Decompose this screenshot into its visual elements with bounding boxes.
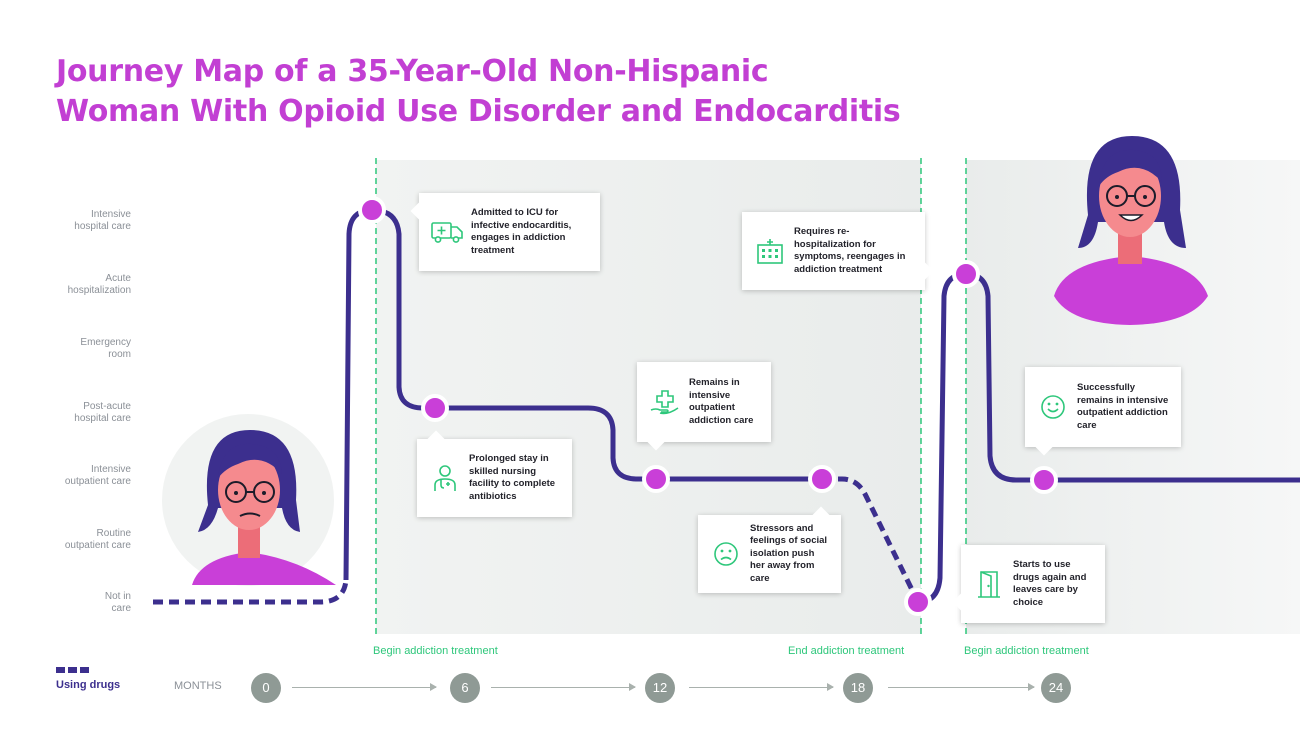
journey-node <box>421 394 449 422</box>
timeline-arrow <box>292 683 437 691</box>
journey-node <box>358 196 386 224</box>
month-tick: 0 <box>251 673 281 703</box>
care-level-label: Post-acute hospital care <box>74 401 131 424</box>
timeline-arrow <box>491 683 636 691</box>
month-tick: 6 <box>450 673 480 703</box>
event-text: Prolonged stay in skilled nursing facili… <box>469 453 556 502</box>
doctor-icon <box>434 465 456 491</box>
care-level-label: Intensive hospital care <box>74 209 131 232</box>
care-level-label: Intensive outpatient care <box>64 464 131 487</box>
event-card-stressors: Stressors and feelings of social isolati… <box>698 506 841 593</box>
legend-label: Using drugs <box>56 679 121 691</box>
month-tick: 12 <box>645 673 675 703</box>
sad-face-icon <box>714 542 738 566</box>
month-tick: 24 <box>1041 673 1071 703</box>
ambulance-icon <box>431 222 463 243</box>
event-card-rehospitalization: Requires re-hospitalization for symptoms… <box>742 212 934 290</box>
phase-label-end: End addiction treatment <box>788 645 905 657</box>
page-title: Journey Map of a 35-Year-Old Non-Hispani… <box>56 52 901 132</box>
title-line-1: Journey Map of a 35-Year-Old Non-Hispani… <box>56 54 769 89</box>
phase-label-begin: Begin addiction treatment <box>373 645 498 657</box>
event-card-nursing: Prolonged stay in skilled nursing facili… <box>417 430 572 517</box>
woman-portrait-sad-icon <box>192 430 336 585</box>
journey-node <box>1030 466 1058 494</box>
timeline-arrow <box>689 683 834 691</box>
journey-node <box>904 588 932 616</box>
drug-use-path <box>153 579 349 605</box>
event-text: Requires re-hospitalization for symptoms… <box>794 226 906 275</box>
event-text: Successfully remains in intensive outpat… <box>1077 382 1169 431</box>
woman-portrait-happy-icon <box>1054 136 1208 325</box>
event-card-remains-outpatient: Remains in intensive outpatient addictio… <box>637 362 771 451</box>
drug-use-path <box>822 476 921 604</box>
journey-node <box>808 465 836 493</box>
timeline-arrow <box>888 683 1035 691</box>
smile-face-icon <box>1041 395 1065 419</box>
event-card-icu: Admitted to ICU for infective endocardit… <box>410 193 600 271</box>
hand-cross-icon <box>650 390 679 415</box>
care-level-label: Acute hospitalization <box>67 273 131 296</box>
event-card-success: Successfully remains in intensive outpat… <box>1025 367 1181 456</box>
event-text: Remains in intensive outpatient addictio… <box>689 377 754 426</box>
month-tick: 18 <box>843 673 873 703</box>
event-text: Stressors and feelings of social isolati… <box>750 522 828 584</box>
timeline-label: MONTHS <box>174 680 222 692</box>
journey-node <box>642 465 670 493</box>
event-text: Admitted to ICU for infective endocardit… <box>471 207 572 256</box>
hospital-icon <box>757 239 783 264</box>
care-level-label: Emergency room <box>80 337 131 360</box>
door-icon <box>978 571 1000 598</box>
care-level-label: Routine outpatient care <box>64 528 131 551</box>
journey-node <box>952 260 980 288</box>
title-line-2: Woman With Opioid Use Disorder and Endoc… <box>56 94 901 129</box>
event-card-relapse: Starts to use drugs again and leaves car… <box>952 545 1105 623</box>
event-text: Starts to use drugs again and leaves car… <box>1013 559 1087 608</box>
legend-dashed-line <box>56 667 89 673</box>
care-level-label: Not in care <box>104 591 131 614</box>
phase-label-begin-2: Begin addiction treatment <box>964 645 1089 657</box>
